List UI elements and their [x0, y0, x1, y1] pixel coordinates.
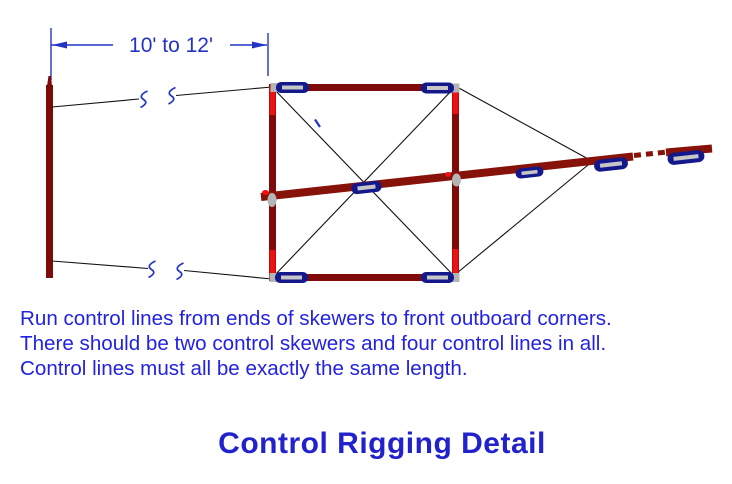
skewer-core — [521, 169, 538, 176]
skewer-cap — [452, 83, 460, 93]
control-line-top-left-a — [51, 98, 140, 108]
dimension-annotation: 10' to 12' — [50, 28, 269, 80]
instruction-notes: Run control lines from ends of skewers t… — [20, 306, 612, 381]
skewer-top-right — [421, 82, 460, 94]
spine-dashed-section — [633, 149, 668, 158]
line-break-marks — [140, 86, 184, 281]
skewer-core — [281, 275, 302, 280]
control-line-bottom-left-b — [183, 269, 273, 280]
control-line-top-right — [456, 86, 592, 161]
control-line-top-left-b — [175, 86, 273, 97]
note-line: Run control lines from ends of skewers t… — [20, 307, 612, 330]
skewer-core — [357, 184, 376, 191]
skewer-cap — [269, 273, 277, 282]
skewers — [269, 82, 705, 283]
control-lines — [51, 86, 592, 280]
control-line-bottom-right — [456, 162, 592, 274]
spine-tail — [665, 144, 713, 157]
skewer-cap — [452, 273, 460, 282]
page-title: Control Rigging Detail — [218, 427, 546, 460]
spine — [260, 144, 713, 201]
control-bar-tip — [47, 76, 52, 86]
note-line: Control lines must all be exactly the sa… — [20, 357, 468, 380]
skewer-top-left — [270, 82, 309, 93]
control-line-bottom-left-a — [51, 260, 149, 270]
tape-wrap — [452, 173, 461, 187]
line-break-mark — [176, 262, 184, 281]
control-bar — [46, 76, 53, 278]
fittings — [262, 172, 461, 207]
line-break-mark — [148, 260, 156, 279]
note-line: There should be two control skewers and … — [20, 332, 607, 355]
skewer-core — [599, 161, 623, 168]
line-break-mark — [168, 86, 176, 105]
fastener-dot — [445, 172, 451, 177]
skewer-core — [427, 86, 448, 90]
skewer-bottom-left — [269, 272, 308, 283]
blue-tick — [314, 118, 321, 128]
fastener-dot — [262, 190, 269, 195]
dimension-label: 10' to 12' — [129, 34, 213, 57]
line-break-mark — [140, 90, 148, 109]
control-skewer-outer — [667, 150, 705, 165]
skewer-spine-small — [515, 166, 544, 179]
attachment-marks — [264, 74, 707, 292]
skewer-core — [673, 154, 699, 161]
rigging-diagram: 10' to 12' — [46, 28, 713, 292]
tape-wrap — [267, 193, 277, 207]
control-bar-shaft — [46, 85, 53, 278]
skewer-core — [427, 275, 448, 280]
dimension-arrow-left-icon — [52, 41, 67, 49]
skewer-core — [282, 85, 303, 90]
skewer-bottom-right — [421, 272, 460, 283]
skewer-center — [351, 180, 382, 195]
dimension-arrow-right-icon — [252, 41, 267, 49]
control-skewer-inner — [594, 157, 628, 172]
skewer-cap — [270, 83, 278, 92]
